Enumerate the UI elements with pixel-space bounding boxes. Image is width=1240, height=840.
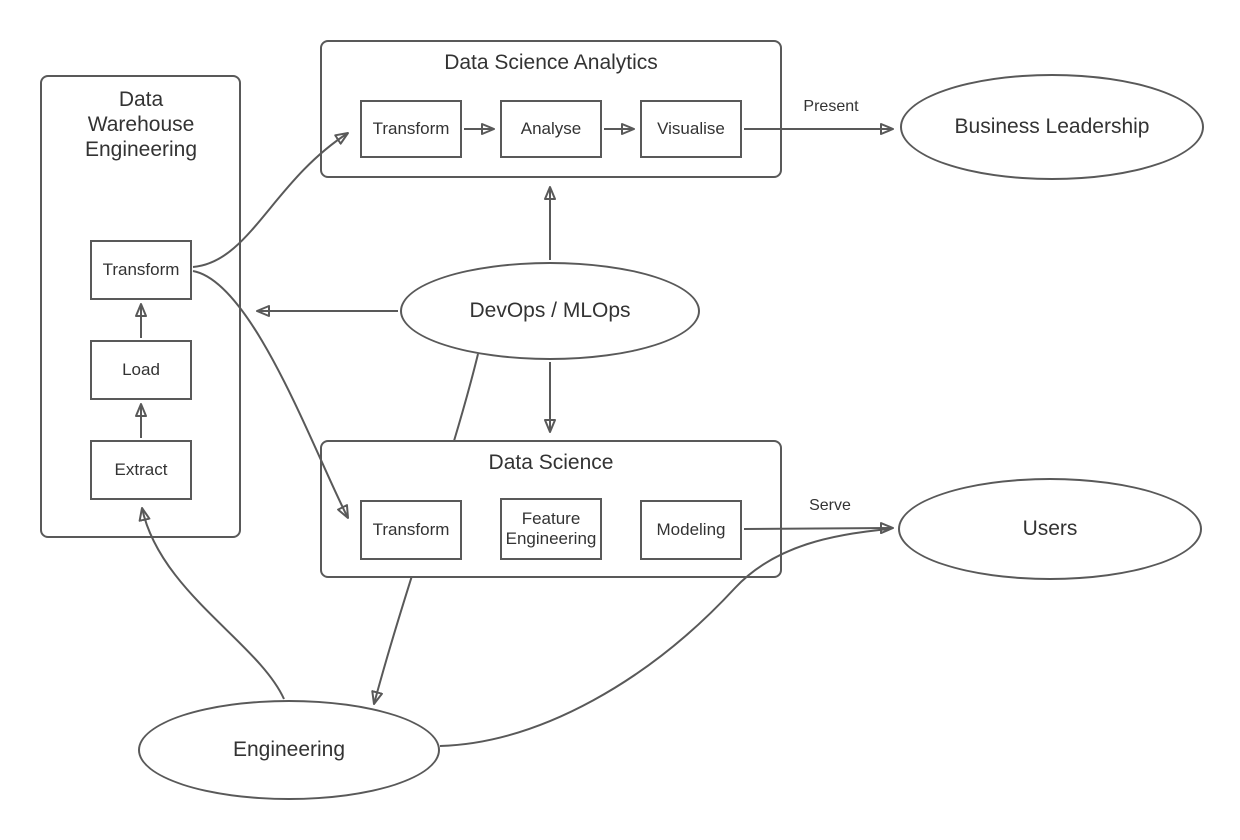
business-leadership-ellipse: Business Leadership [900, 74, 1204, 180]
present-edge-label: Present [803, 98, 859, 115]
ds-feature-engineering-box: Feature Engineering [500, 498, 602, 560]
dwe-load-box: Load [90, 340, 192, 400]
serve-edge-label: Serve [809, 497, 851, 514]
dsa-title: Data Science Analytics [444, 51, 658, 74]
devops-mlops-ellipse: DevOps / MLOps [400, 262, 700, 360]
dwe-title: Data Warehouse Engineering [84, 88, 198, 161]
dsa-visualise-box: Visualise [640, 100, 742, 158]
ds-modeling-box: Modeling [640, 500, 742, 560]
dwe-extract-box: Extract [90, 440, 192, 500]
ds-title: Data Science [488, 451, 614, 474]
dsa-transform-box: Transform [360, 100, 462, 158]
dwe-transform-box: Transform [90, 240, 192, 300]
users-ellipse: Users [898, 478, 1202, 580]
engineering-ellipse: Engineering [138, 700, 440, 800]
ds-transform-box: Transform [360, 500, 462, 560]
dsa-analyse-box: Analyse [500, 100, 602, 158]
